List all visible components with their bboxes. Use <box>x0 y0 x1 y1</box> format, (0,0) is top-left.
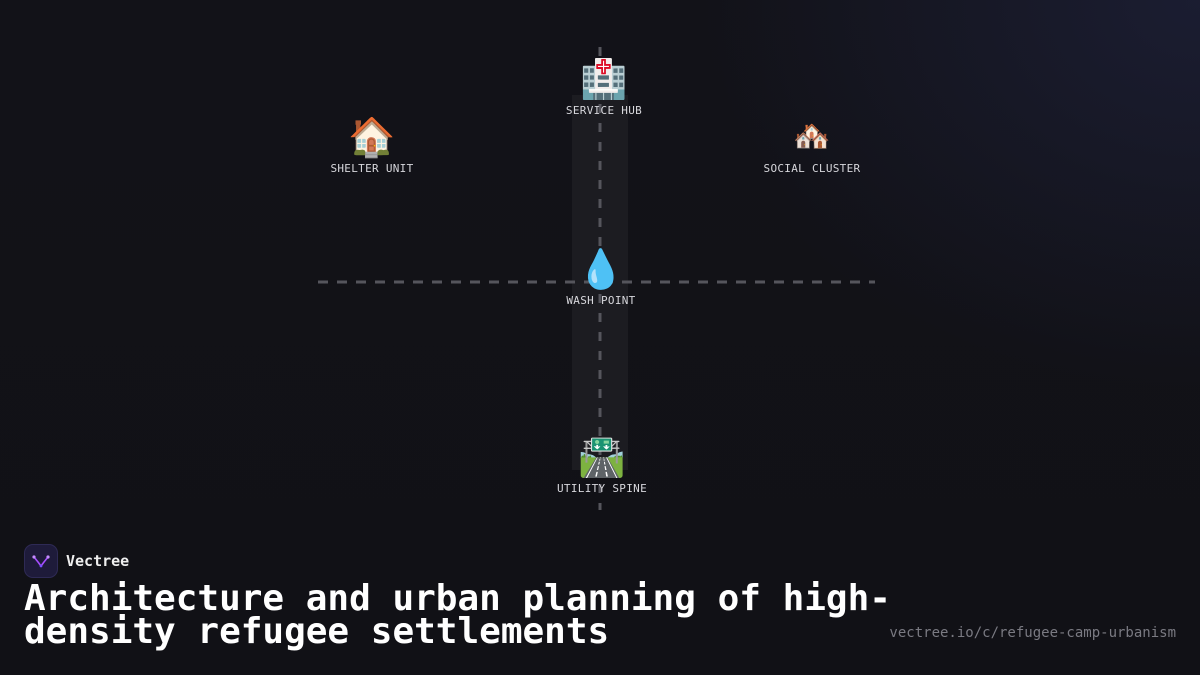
node-social-cluster[interactable]: 🏘️ SOCIAL CLUSTER <box>722 116 902 175</box>
houses-icon: 🏘️ <box>793 119 831 154</box>
node-label: SHELTER UNIT <box>330 162 414 175</box>
hospital-icon: 🏥 <box>580 57 628 101</box>
node-service-hub[interactable]: 🏥 SERVICE HUB <box>514 58 694 117</box>
source-url[interactable]: vectree.io/c/refugee-camp-urbanism <box>889 625 1176 641</box>
node-wash-point[interactable]: 💧 WASH POINT <box>511 248 691 307</box>
house-icon: 🏠 <box>348 115 396 159</box>
droplet-icon: 💧 <box>577 247 625 291</box>
brand[interactable]: Vectree <box>24 544 129 578</box>
node-shelter-unit[interactable]: 🏠 SHELTER UNIT <box>282 116 462 175</box>
node-label: WASH POINT <box>566 294 636 307</box>
vectree-logo-icon <box>24 544 58 578</box>
node-label: UTILITY SPINE <box>557 482 647 495</box>
node-label: SOCIAL CLUSTER <box>763 162 861 175</box>
brand-name: Vectree <box>66 552 130 570</box>
page-title: Architecture and urban planning of high-… <box>24 578 891 652</box>
motorway-icon: 🛣️ <box>578 435 626 479</box>
node-label: SERVICE HUB <box>565 104 643 117</box>
node-utility-spine[interactable]: 🛣️ UTILITY SPINE <box>512 436 692 495</box>
